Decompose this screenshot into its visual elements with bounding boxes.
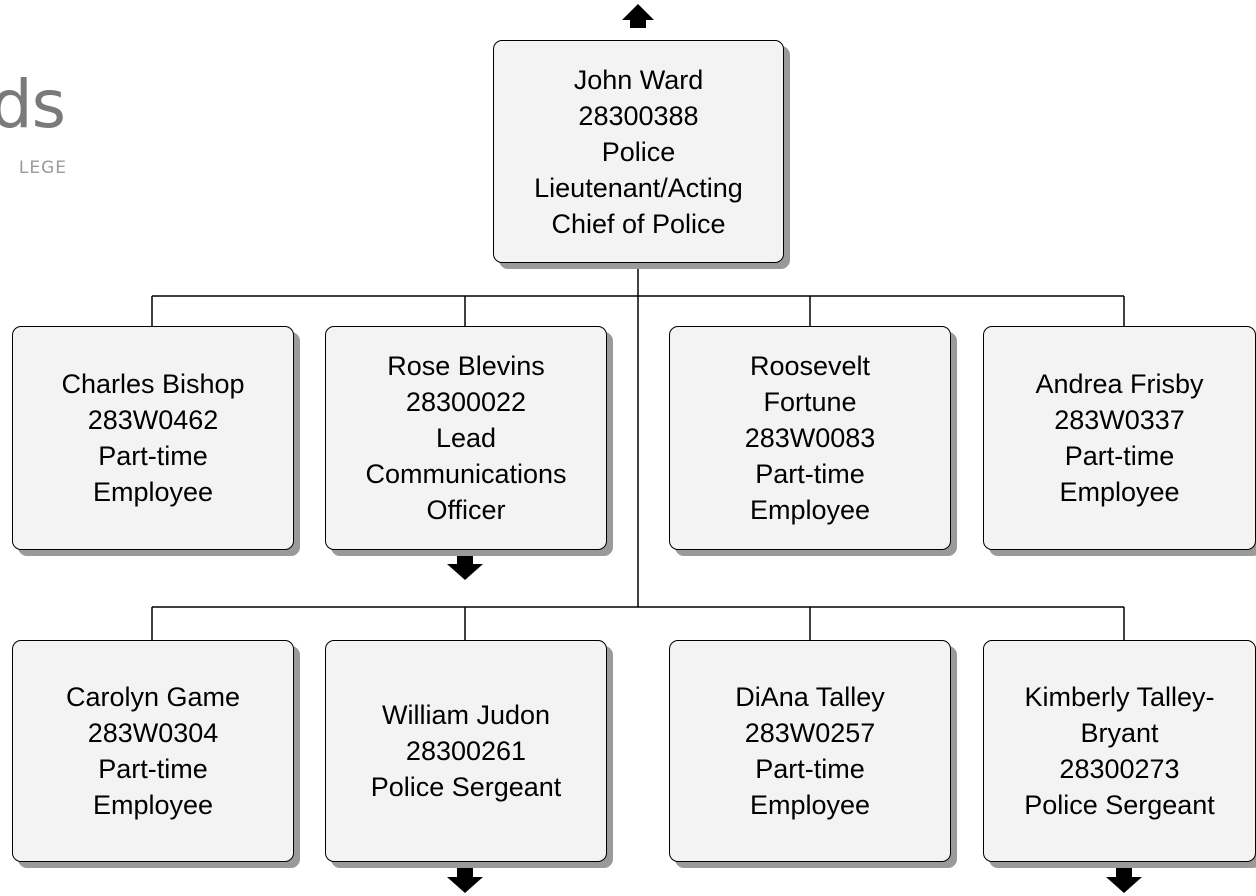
node-line: Employee — [749, 790, 871, 820]
college-logo: ds LEGE — [0, 72, 75, 192]
node-line: John Ward — [573, 64, 704, 95]
org-node-top: John Ward 28300388 Police Lieutenant/Act… — [493, 40, 784, 263]
node-line: Police — [601, 136, 676, 167]
node-line: Officer — [426, 495, 506, 525]
logo-text: ds — [0, 72, 66, 143]
arrow-down-icon — [447, 553, 483, 580]
arrow-up-icon — [622, 4, 654, 28]
logo-subtext: LEGE — [18, 158, 67, 178]
node-line: 28300273 — [1059, 754, 1180, 784]
node-line: Roosevelt — [749, 351, 871, 381]
node-line: Employee — [92, 790, 214, 820]
node-line: Chief of Police — [551, 208, 726, 239]
org-node: Carolyn Game 283W0304 Part-time Employee — [12, 640, 294, 862]
node-line: Part-time — [98, 441, 208, 471]
node-line: 283W0337 — [1054, 405, 1185, 435]
node-line: Employee — [749, 495, 871, 525]
node-line: 28300261 — [405, 736, 527, 766]
arrow-down-icon — [1106, 866, 1142, 893]
org-node: Rose Blevins 28300022 Lead Communication… — [325, 326, 607, 550]
node-line: Employee — [92, 477, 214, 507]
node-line: Police Sergeant — [1024, 790, 1215, 820]
node-line: DiAna Talley — [735, 682, 885, 712]
node-line: 28300388 — [578, 100, 699, 131]
node-line: Part-time — [1064, 441, 1175, 471]
node-line: Police Sergeant — [370, 772, 562, 802]
node-line: Fortune — [763, 387, 857, 417]
node-line: Lieutenant/Acting — [534, 172, 743, 203]
org-node: William Judon 28300261 Police Sergeant — [325, 640, 607, 862]
node-line: Charles Bishop — [61, 369, 245, 399]
node-line: Part-time — [98, 754, 208, 784]
node-line: Communications — [365, 459, 567, 489]
node-line: Part-time — [755, 459, 865, 489]
node-line: 283W0462 — [87, 405, 219, 435]
node-line: 283W0083 — [744, 423, 876, 453]
node-line: 283W0257 — [744, 718, 876, 748]
org-node: Andrea Frisby 283W0337 Part-time Employe… — [983, 326, 1256, 550]
node-line: Rose Blevins — [387, 351, 545, 381]
node-line: Bryant — [1080, 718, 1159, 748]
node-line: Carolyn Game — [65, 682, 241, 712]
node-line: William Judon — [381, 700, 551, 730]
node-line: Kimberly Talley- — [1024, 682, 1215, 712]
node-line: 28300022 — [405, 387, 527, 417]
org-node: Charles Bishop 283W0462 Part-time Employ… — [12, 326, 294, 550]
org-node: DiAna Talley 283W0257 Part-time Employee — [669, 640, 951, 862]
node-line: Lead — [435, 423, 497, 453]
org-node: Kimberly Talley- Bryant 28300273 Police … — [983, 640, 1256, 862]
arrow-down-icon — [447, 866, 483, 893]
node-line: 283W0304 — [87, 718, 219, 748]
node-line: Andrea Frisby — [1035, 369, 1204, 399]
org-node: Roosevelt Fortune 283W0083 Part-time Emp… — [669, 326, 951, 550]
node-line: Employee — [1059, 477, 1180, 507]
node-line: Part-time — [755, 754, 865, 784]
